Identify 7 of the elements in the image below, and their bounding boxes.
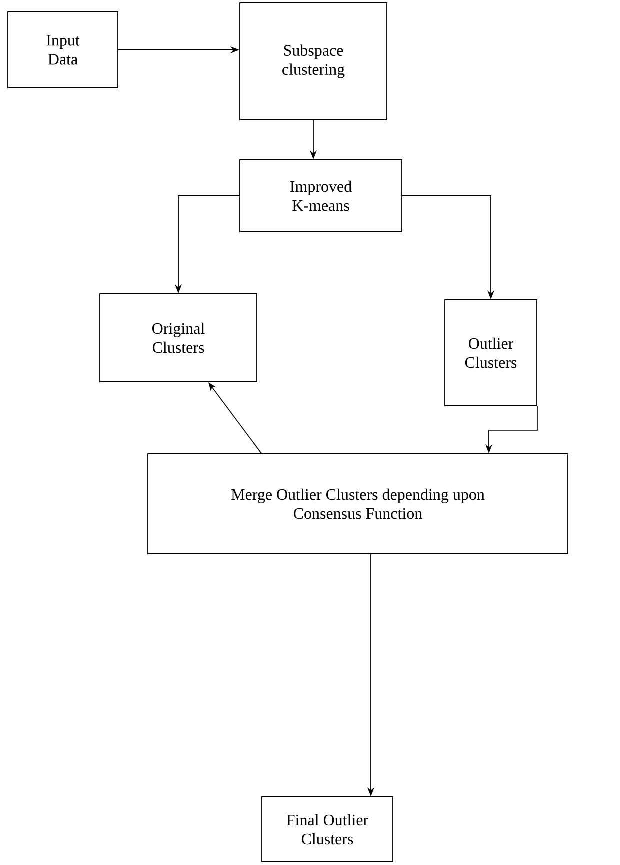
process-box: Improved K-means bbox=[240, 160, 402, 232]
process-box: Input Data bbox=[8, 12, 118, 88]
process-box: Subspace clustering bbox=[240, 2, 388, 120]
process-box: Outlier Clusters bbox=[444, 300, 538, 406]
process-box: Final Outlier Clusters bbox=[262, 796, 394, 862]
process-box: Merge Outlier Clusters depending upon Consensus Function bbox=[148, 454, 568, 554]
process-box: Original Clusters bbox=[100, 294, 258, 382]
